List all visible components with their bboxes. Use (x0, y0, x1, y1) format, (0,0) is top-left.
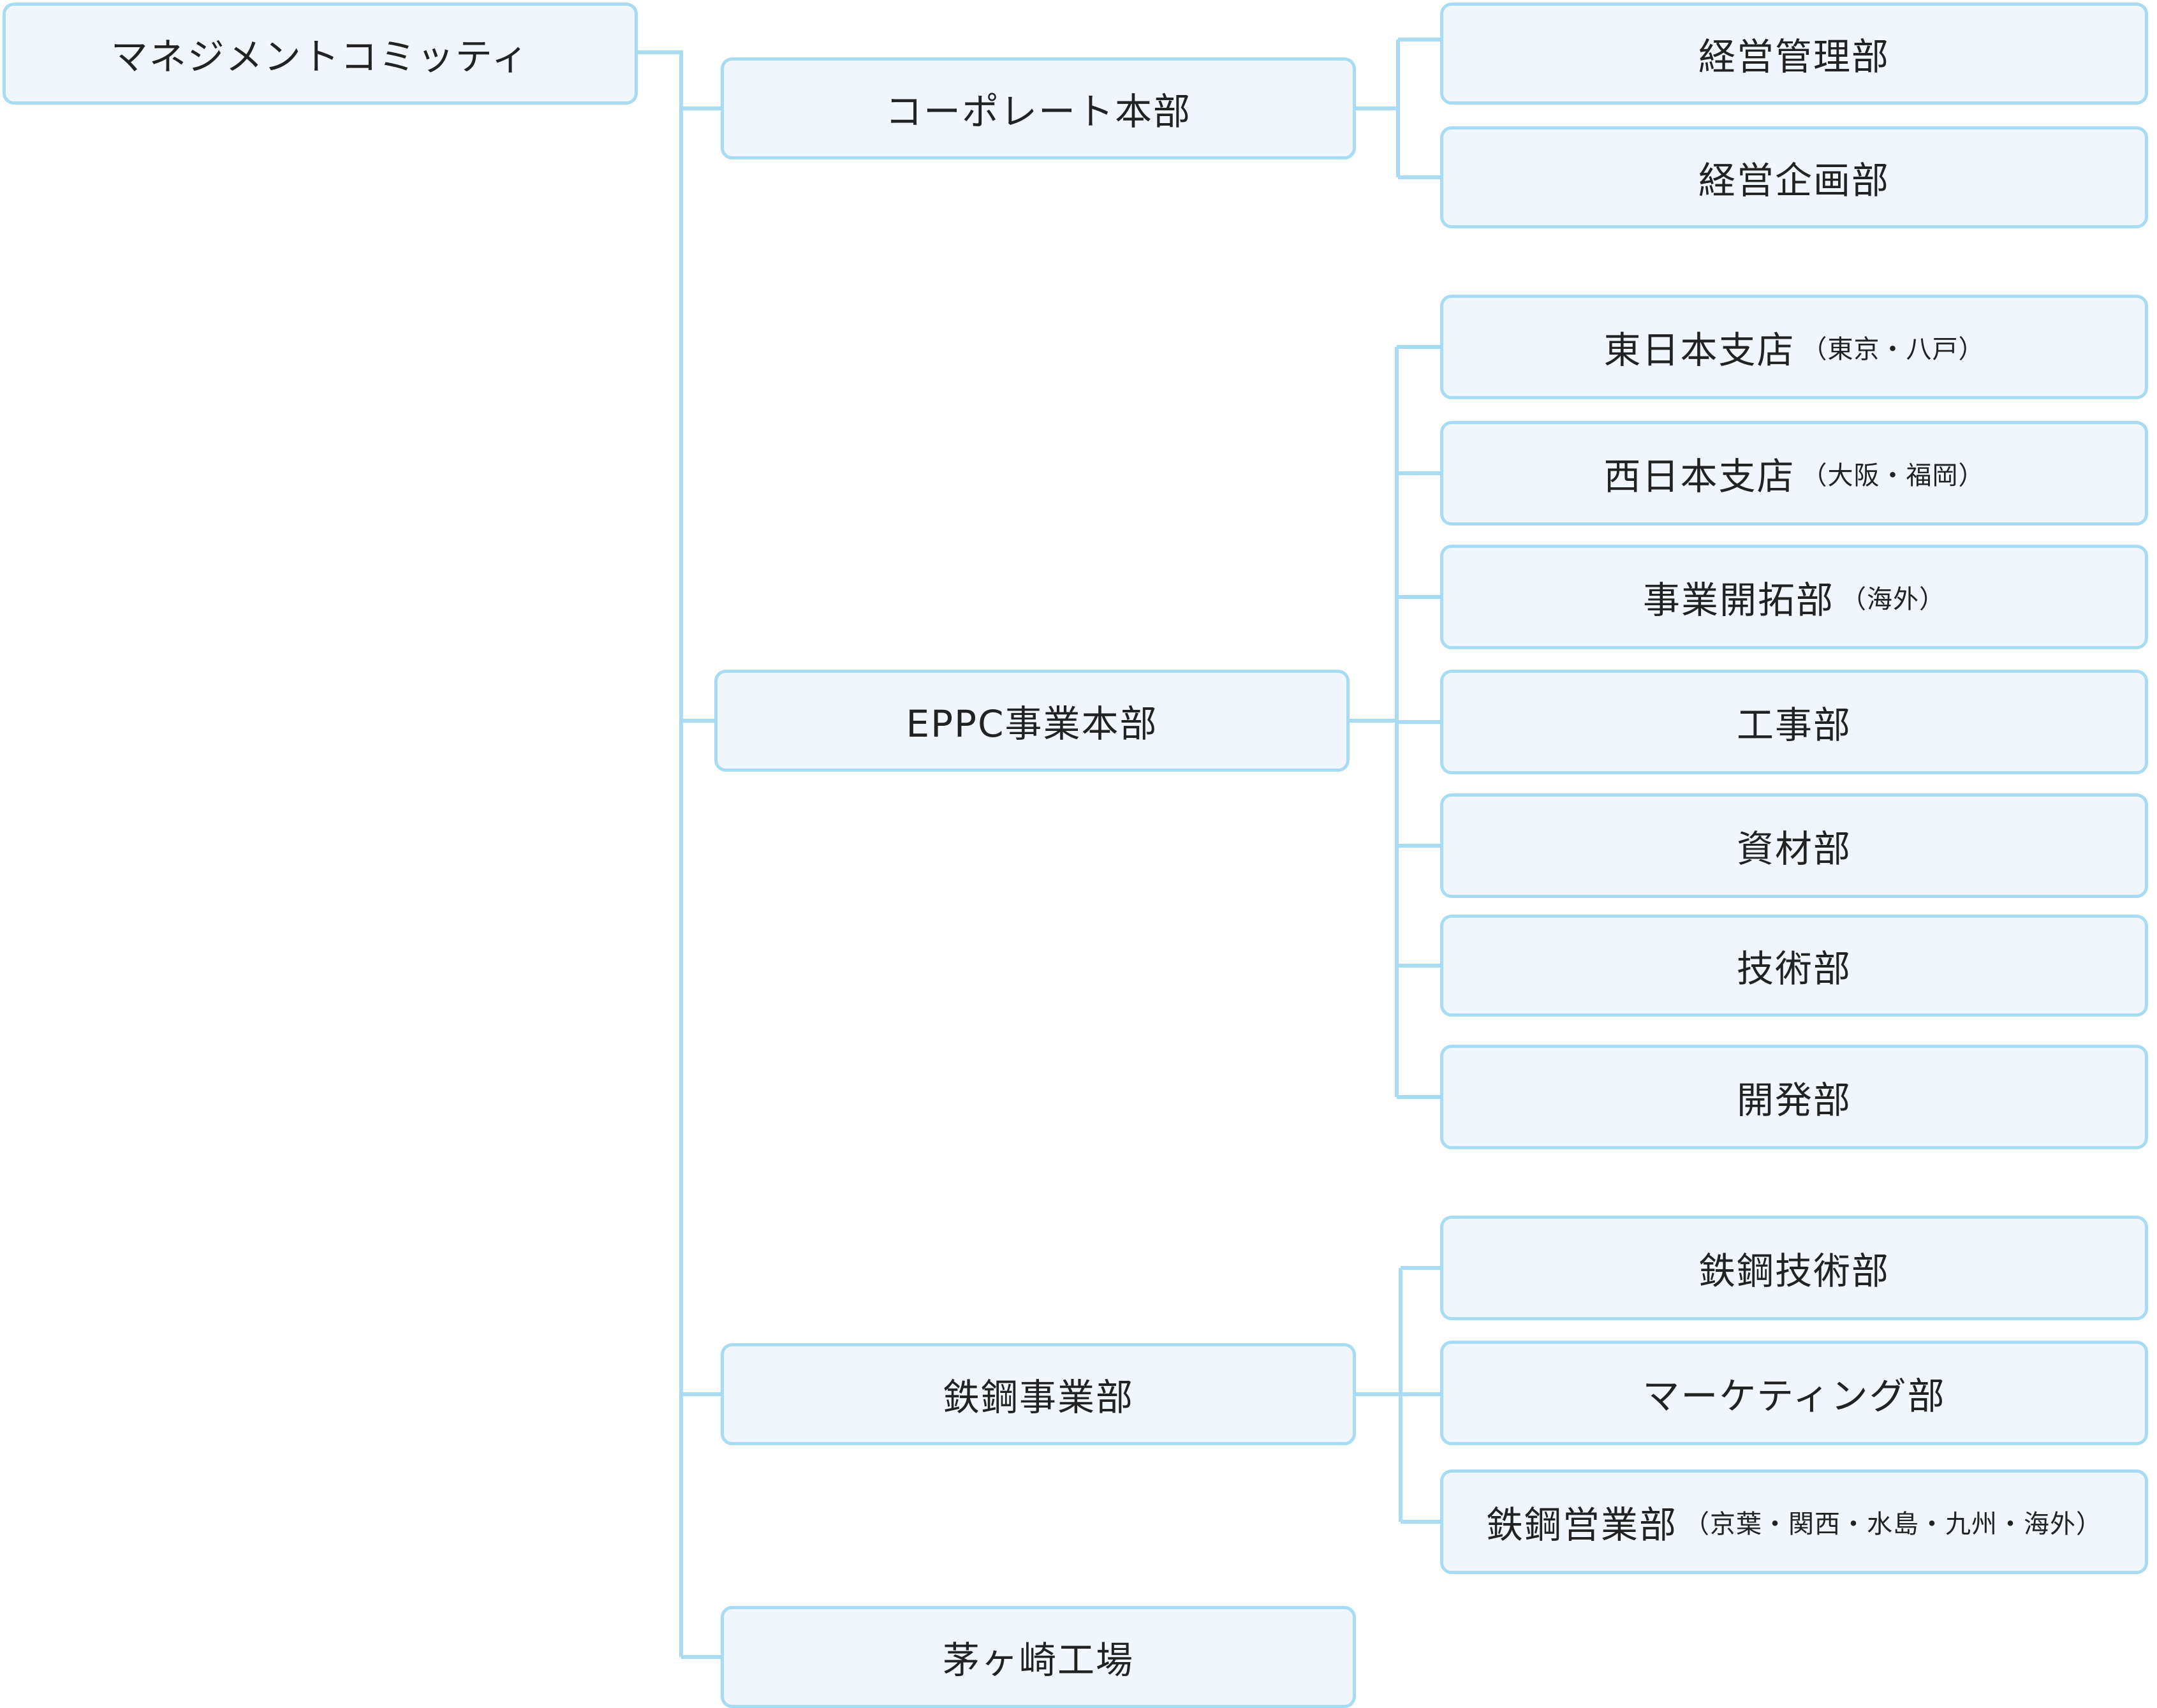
node-label: 開発部 (1736, 1079, 1851, 1122)
connector-root-trunk (638, 50, 683, 1657)
node-label: 鉄鋼技術部 (1698, 1249, 1890, 1293)
node-note: （東京・八戸） (1801, 335, 1985, 364)
node-note: （京葉・関西・水島・九州・海外） (1684, 1510, 2102, 1539)
node-development-dept: 開発部 (1440, 1045, 2148, 1149)
node-corporate-planning-dept: 経営企画部 (1440, 126, 2148, 228)
node-management-committee: マネジメントコミッティ (3, 3, 638, 105)
node-label: マーケティング部 (1642, 1374, 1946, 1418)
node-marketing-dept: マーケティング部 (1440, 1341, 2148, 1445)
node-corporate-division: コーポレート本部 (721, 57, 1356, 159)
node-note: （海外） (1841, 585, 1945, 614)
node-label: 茅ヶ崎工場 (942, 1638, 1134, 1682)
node-label: 経営企画部 (1698, 159, 1890, 202)
node-label: 経営管理部 (1698, 35, 1890, 78)
node-eppc-division: EPPC事業本部 (714, 670, 1350, 772)
node-label: 東日本支店 (1603, 328, 1795, 372)
node-note: （大阪・福岡） (1801, 461, 1985, 490)
node-engineering-dept: 技術部 (1440, 915, 2148, 1017)
node-materials-dept: 資材部 (1440, 793, 2148, 898)
node-west-japan-branch: 西日本支店 （大阪・福岡） (1440, 421, 2148, 526)
node-management-control-dept: 経営管理部 (1440, 3, 2148, 105)
node-label: 西日本支店 (1603, 455, 1795, 498)
node-label: 資材部 (1736, 827, 1851, 871)
node-label: 鉄鋼事業部 (942, 1376, 1134, 1419)
node-label: 事業開拓部 (1642, 578, 1834, 622)
node-business-development-dept: 事業開拓部 （海外） (1440, 545, 2148, 649)
node-label: 鉄鋼営業部 (1485, 1503, 1677, 1547)
node-steel-division: 鉄鋼事業部 (721, 1343, 1356, 1445)
node-east-japan-branch: 東日本支店 （東京・八戸） (1440, 295, 2148, 399)
node-steel-sales-dept: 鉄鋼営業部 （京葉・関西・水島・九州・海外） (1440, 1469, 2148, 1574)
node-construction-dept: 工事部 (1440, 670, 2148, 774)
node-label: コーポレート本部 (885, 90, 1191, 133)
node-chigasaki-plant: 茅ヶ崎工場 (721, 1606, 1356, 1708)
node-label: 工事部 (1736, 703, 1851, 747)
node-label: EPPC事業本部 (906, 702, 1158, 746)
node-label: 技術部 (1736, 947, 1851, 990)
node-steel-engineering-dept: 鉄鋼技術部 (1440, 1216, 2148, 1320)
node-label: マネジメントコミッティ (110, 35, 530, 78)
